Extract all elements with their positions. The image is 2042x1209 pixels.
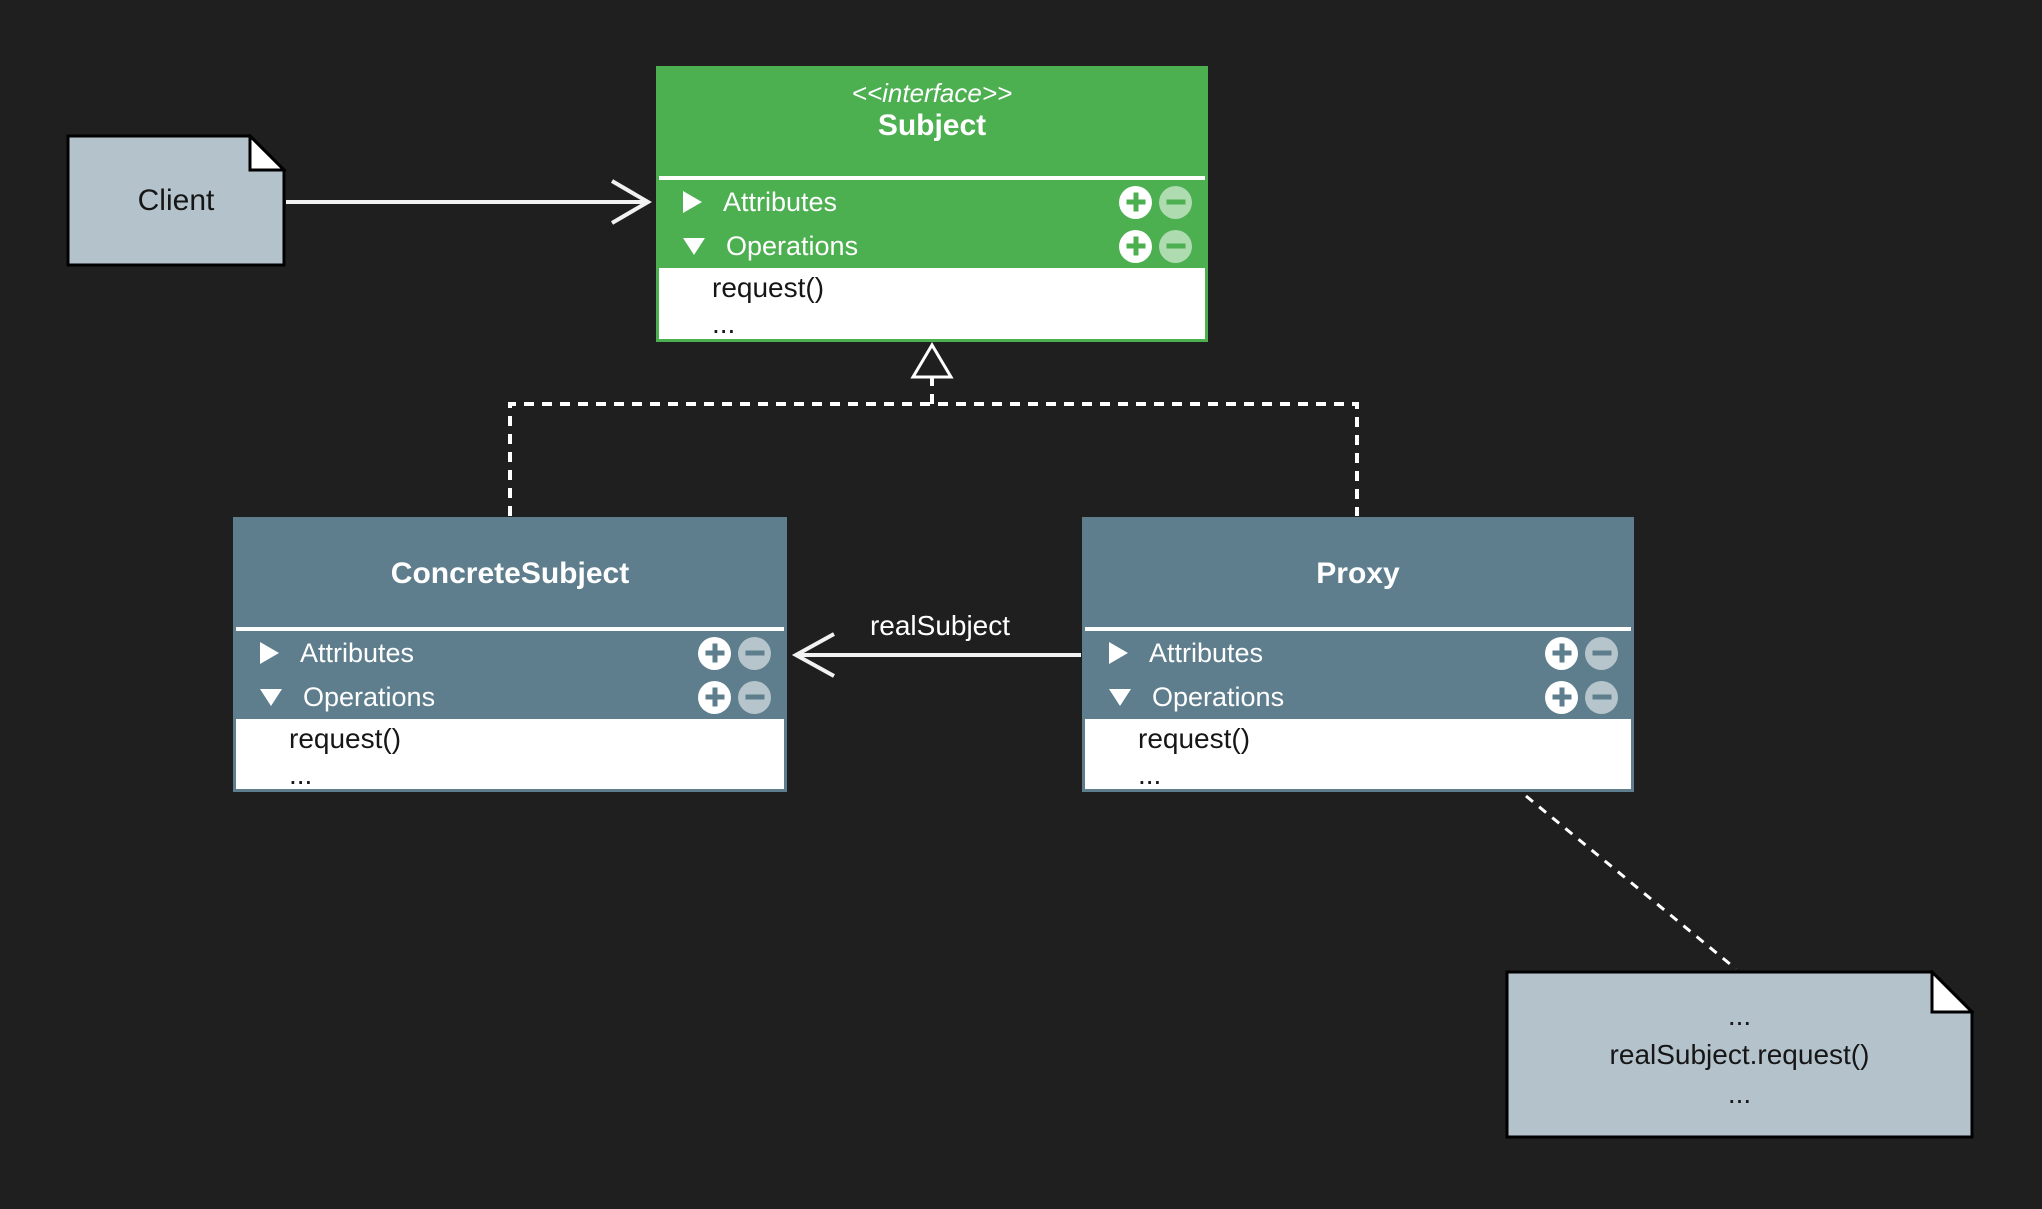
header-separator — [659, 176, 1205, 180]
operation-item[interactable]: request() — [289, 723, 402, 754]
header-separator — [1085, 627, 1631, 631]
add-attribute-button[interactable] — [698, 636, 731, 670]
triangle-down-icon[interactable] — [683, 237, 705, 255]
operation-item[interactable]: request() — [712, 272, 825, 303]
triangle-right-icon[interactable] — [1109, 642, 1128, 664]
note-client-label: Client — [137, 183, 215, 217]
attributes-label: Attributes — [1149, 637, 1264, 668]
operations-row: Operations — [659, 224, 1205, 268]
class-name: Subject — [877, 109, 987, 142]
triangle-down-icon[interactable] — [260, 688, 282, 706]
operations-label: Operations — [1152, 681, 1285, 712]
operation-item[interactable]: ... — [1138, 759, 1162, 789]
edge-proxy-to-note[interactable] — [1525, 794, 1737, 971]
edge-label-realsubject[interactable]: realSubject — [869, 610, 1011, 641]
note-implementation-body: ... realSubject.request() ... — [1505, 970, 1974, 1139]
triangle-down-icon[interactable] — [1109, 688, 1131, 706]
note-implementation[interactable]: ... realSubject.request() ... — [1505, 970, 1974, 1139]
operation-item[interactable]: ... — [289, 759, 313, 789]
class-header: Proxy — [1085, 520, 1631, 627]
attributes-label: Attributes — [300, 637, 415, 668]
edge-client-to-subject[interactable] — [286, 179, 652, 225]
remove-attribute-button[interactable] — [1585, 636, 1618, 670]
add-operation-button[interactable] — [1119, 229, 1152, 263]
note-line: ... — [1727, 1000, 1752, 1031]
operations-label: Operations — [726, 230, 859, 261]
class-header: ConcreteSubject — [236, 520, 784, 627]
note-shape — [66, 134, 286, 267]
operation-item[interactable]: ... — [712, 308, 736, 339]
class-stereotype: <<interface>> — [851, 78, 1013, 108]
hollow-triangle-arrowhead — [910, 342, 954, 379]
class-operations-list: request() ... — [659, 268, 1205, 339]
class-card-subject[interactable]: <<interface>> Subject Attributes Operati… — [656, 66, 1208, 342]
open-v-arrowhead — [610, 179, 652, 225]
operation-item[interactable]: request() — [1138, 723, 1251, 754]
add-operation-button[interactable] — [698, 680, 731, 714]
open-v-arrowhead — [791, 632, 835, 678]
triangle-right-icon[interactable] — [260, 642, 279, 664]
note-line: ... — [1727, 1078, 1752, 1109]
header-separator — [236, 627, 784, 631]
operations-row: Operations — [1085, 675, 1631, 719]
edge-proxy-to-concretesubject[interactable] — [791, 632, 1081, 678]
note-fold-icon — [248, 134, 286, 172]
attributes-row: Attributes — [659, 180, 1205, 224]
note-client[interactable]: Client — [66, 134, 286, 267]
remove-attribute-button[interactable] — [738, 636, 771, 670]
class-header: <<interface>> Subject — [659, 69, 1205, 176]
operations-row: Operations — [236, 675, 784, 719]
remove-operation-button[interactable] — [1159, 229, 1192, 263]
class-card-concretesubject[interactable]: ConcreteSubject Attributes Operations re… — [233, 517, 787, 792]
remove-attribute-button[interactable] — [1159, 185, 1192, 219]
class-name: Proxy — [1316, 556, 1400, 590]
note-fold-icon — [1930, 970, 1974, 1014]
note-shape — [1505, 970, 1974, 1139]
attributes-row: Attributes — [1085, 631, 1631, 675]
note-line: realSubject.request() — [1609, 1039, 1870, 1070]
attributes-label: Attributes — [723, 186, 838, 217]
class-name: ConcreteSubject — [390, 556, 630, 590]
remove-operation-button[interactable] — [1585, 680, 1618, 714]
operations-label: Operations — [303, 681, 436, 712]
add-attribute-button[interactable] — [1119, 185, 1152, 219]
add-operation-button[interactable] — [1545, 680, 1578, 714]
attributes-row: Attributes — [236, 631, 784, 675]
triangle-right-icon[interactable] — [683, 191, 702, 213]
class-card-proxy[interactable]: Proxy Attributes Operations request() ..… — [1082, 517, 1634, 792]
class-operations-list: request() ... — [236, 719, 784, 789]
edge-realization-to-subject[interactable] — [508, 342, 1359, 516]
add-attribute-button[interactable] — [1545, 636, 1578, 670]
remove-operation-button[interactable] — [738, 680, 771, 714]
class-operations-list: request() ... — [1085, 719, 1631, 789]
